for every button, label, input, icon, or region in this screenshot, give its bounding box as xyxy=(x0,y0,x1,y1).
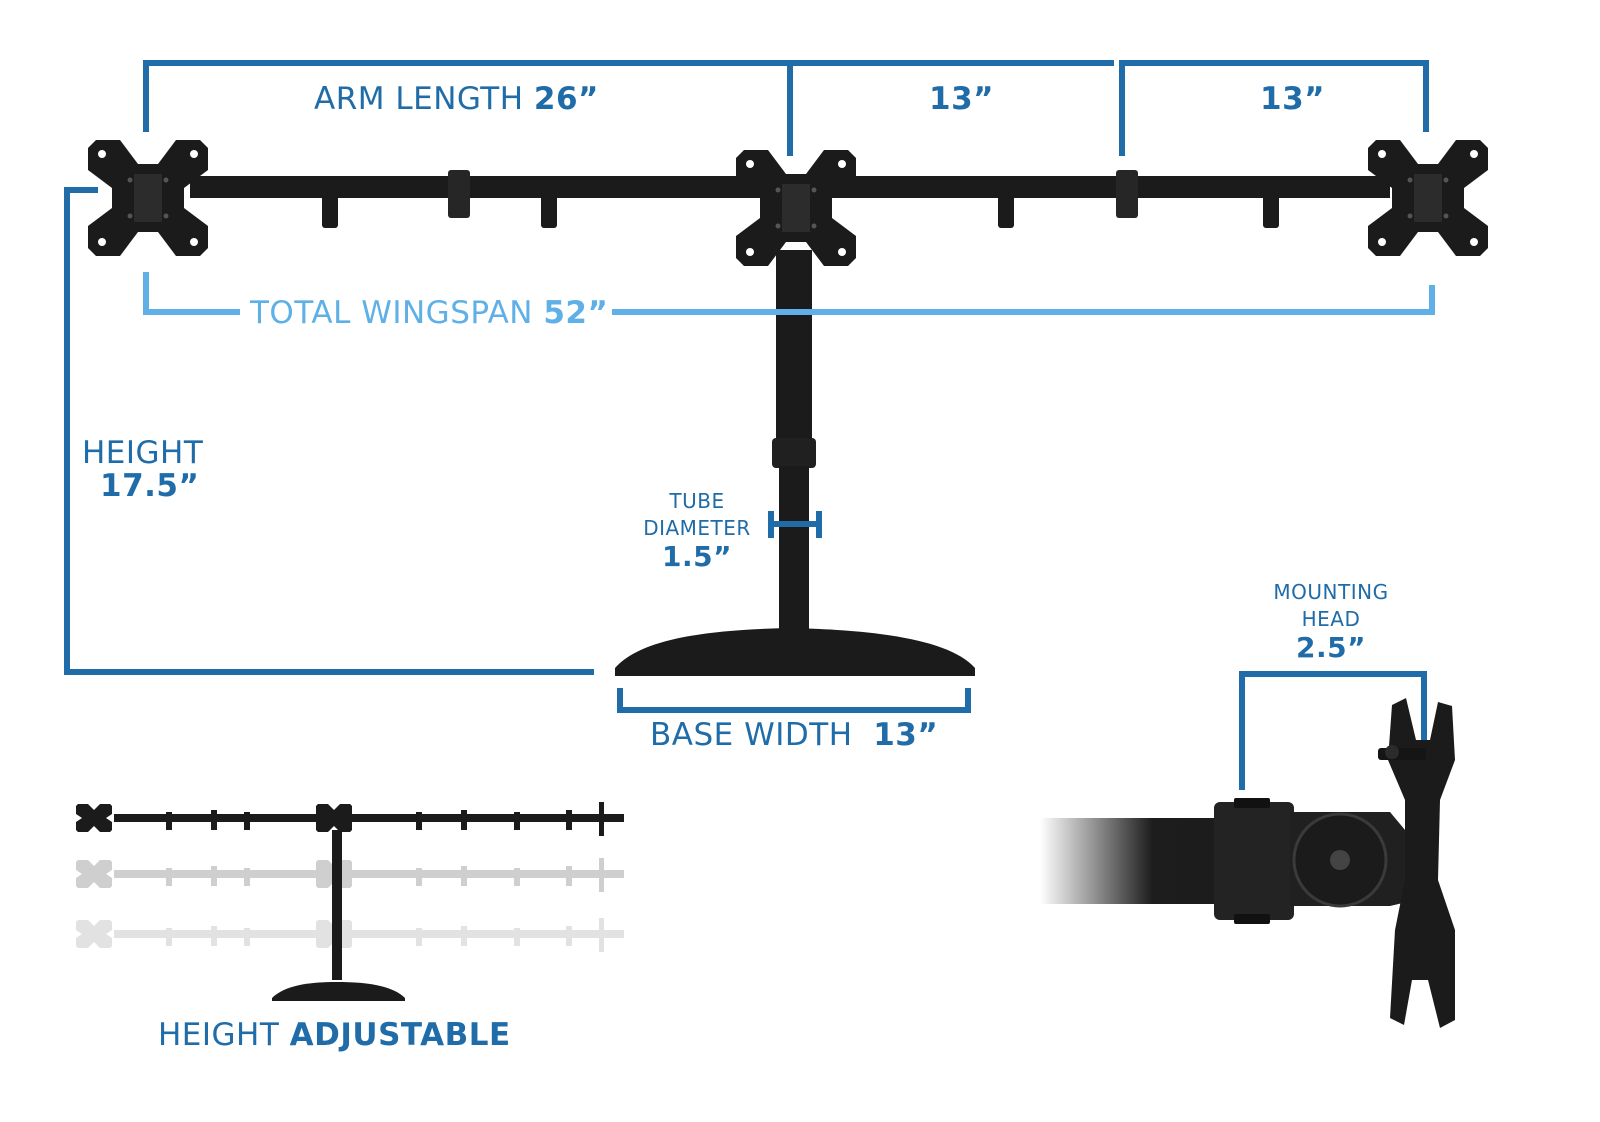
wingspan-bracket xyxy=(143,272,1435,315)
mount-value: 2.5” xyxy=(1295,631,1366,664)
tube-value: 1.5” xyxy=(661,540,732,573)
tube-diameter-label: TUBE DIAMETER 1.5” xyxy=(636,488,758,572)
base-width-text: BASE WIDTH xyxy=(650,717,853,753)
pole xyxy=(772,250,816,636)
center-vesa-plate xyxy=(736,150,856,266)
right-segment-value: 13” xyxy=(1260,81,1326,117)
height-label: HEIGHT 17.5” xyxy=(82,437,203,503)
adjust-text: HEIGHT xyxy=(158,1017,280,1053)
height-text: HEIGHT xyxy=(82,435,204,471)
tube-diameter-marker xyxy=(768,511,822,538)
mount-vesa-plate xyxy=(1388,698,1455,1028)
adjust-bold: ADJUSTABLE xyxy=(289,1017,511,1053)
wingspan-value: 52” xyxy=(543,295,609,331)
height-adjustable-inset xyxy=(76,802,624,1001)
mounting-head-label: MOUNTING HEAD 2.5” xyxy=(1256,579,1406,663)
arm-length-text: ARM LENGTH xyxy=(314,81,524,117)
stand-base xyxy=(615,628,975,676)
height-bracket xyxy=(64,187,594,675)
mount-line1: MOUNTING xyxy=(1273,580,1389,604)
wingspan-label: TOTAL WINGSPAN 52” xyxy=(250,298,608,329)
wingspan-text: TOTAL WINGSPAN xyxy=(250,295,533,331)
arm-length-label: ARM LENGTH 26” xyxy=(314,84,599,115)
base-width-value: 13” xyxy=(873,717,939,753)
mount-line2: HEAD xyxy=(1301,607,1361,631)
faded-stand-low xyxy=(76,918,624,952)
height-adjustable-label: HEIGHT ADJUSTABLE xyxy=(158,1020,511,1051)
height-value: 17.5” xyxy=(100,468,200,504)
mounting-head-bracket xyxy=(1239,671,1427,790)
tube-line2: DIAMETER xyxy=(643,516,751,540)
base-width-label: BASE WIDTH 13” xyxy=(650,720,938,751)
tube-line1: TUBE xyxy=(669,489,725,513)
arm-length-bracket xyxy=(143,60,1429,156)
solid-mini-stand xyxy=(76,802,624,1001)
main-stand xyxy=(88,140,1488,676)
faded-stand-mid xyxy=(76,858,624,892)
arm-length-value: 26” xyxy=(533,81,599,117)
mounting-head-detail xyxy=(1040,671,1455,1028)
mount-clamp xyxy=(1214,802,1294,920)
base-width-bracket xyxy=(617,688,971,713)
center-segment-value: 13” xyxy=(929,81,995,117)
